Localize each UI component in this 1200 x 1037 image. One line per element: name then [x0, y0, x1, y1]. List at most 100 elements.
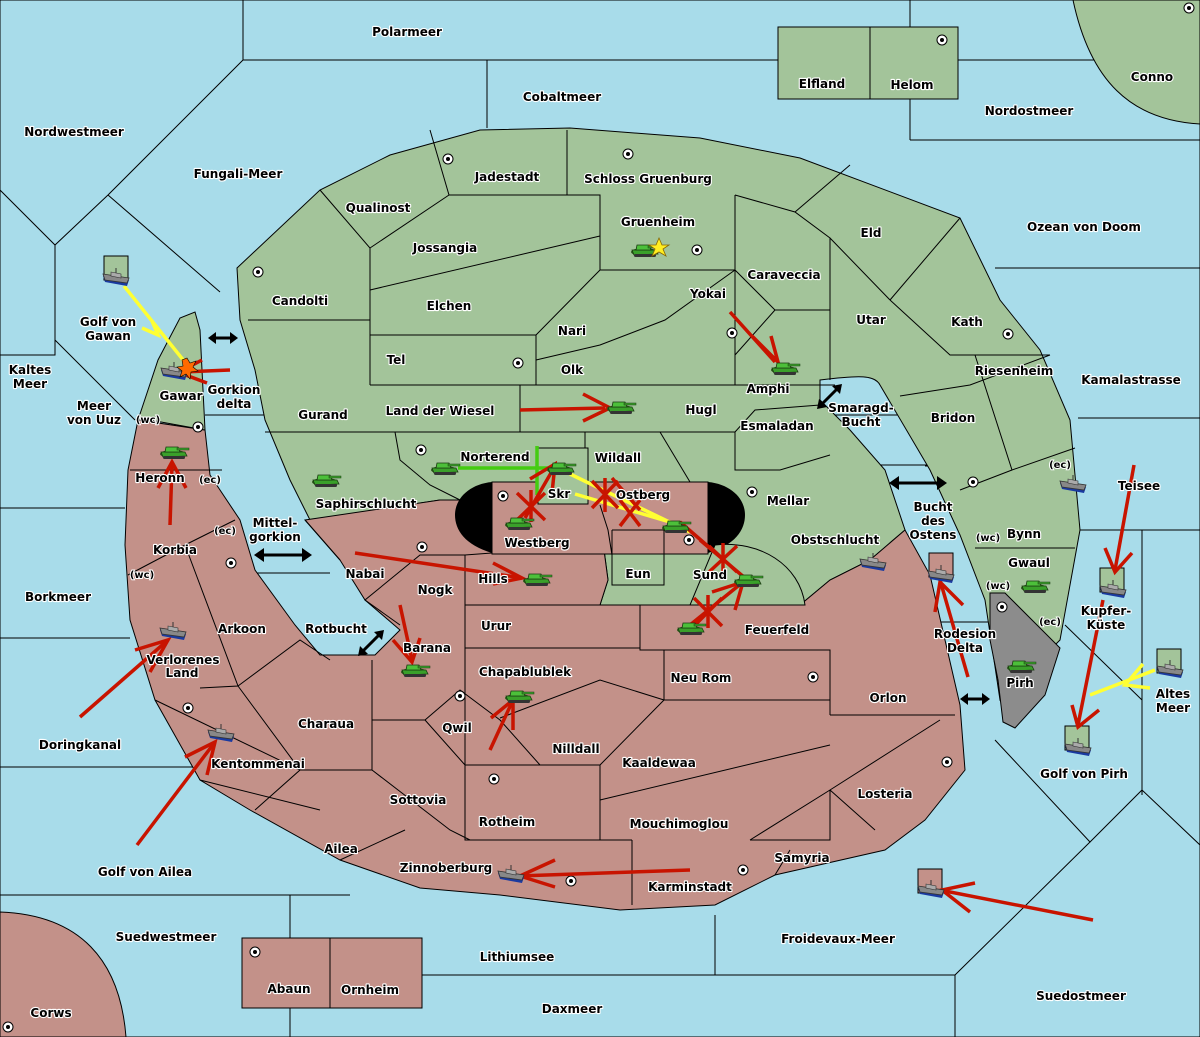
territory-corws[interactable] [0, 911, 127, 1037]
territory-label-conno: Conno [1131, 70, 1173, 84]
territory-label-ostberg: Ostberg [616, 488, 670, 502]
move-order-line [519, 406, 606, 412]
territory-label-neurom: Neu Rom [671, 671, 732, 685]
supply-center-icon [941, 756, 953, 768]
double-arrow-icon [960, 693, 990, 705]
arrowhead [134, 637, 172, 673]
sea-label-kaltes: Kaltes [9, 363, 52, 377]
territory-conno[interactable] [1072, 0, 1200, 125]
territory-label-yokai: Yokai [689, 287, 726, 301]
territory-label-rotheim: Rotheim [479, 815, 536, 829]
labels: PolarmeerCobaltmeerNordwestmeerFungali-M… [8, 24, 1192, 1021]
territory-label-kath: Kath [951, 315, 983, 329]
sea-label-suedwestmeer: Suedwestmeer [116, 930, 217, 944]
territory-label-skr: Skr [548, 487, 571, 501]
territory-label-sottovia: Sottovia [390, 793, 447, 807]
support-order-line [1089, 668, 1156, 697]
sea-label-borkmeer: Borkmeer [25, 590, 91, 604]
move-order-line [938, 579, 970, 678]
territory-label-samyria: Samyria [774, 851, 829, 865]
territory-label-saphir: Saphirschlucht [316, 497, 417, 511]
move-order-line [354, 551, 523, 580]
arrowhead [1070, 704, 1101, 731]
move-order-line [1113, 464, 1136, 571]
territory-label-pirh: Pirh [1006, 676, 1033, 690]
territory-label-hugl: Hugl [685, 403, 716, 417]
supply-center-icon [936, 34, 948, 46]
sea-label-fungali: Fungali-Meer [194, 167, 283, 181]
move-order-line [168, 464, 174, 526]
sea-label-bucht-ostens: Bucht [913, 500, 952, 514]
territory-label-schloss: Schloss Gruenburg [584, 172, 712, 186]
sea-label-mittelgorkion: Mittel- [253, 516, 298, 530]
strait-arrows [208, 332, 990, 705]
territory-westberg-ostberg[interactable] [491, 481, 709, 555]
coast-label-wc: (wc) [136, 415, 160, 426]
territory-label-qwil: Qwil [442, 721, 472, 735]
territory-label-olk: Olk [561, 363, 584, 377]
sea-label-daxmeer: Daxmeer [542, 1002, 603, 1016]
impassable-east [708, 482, 745, 553]
supply-center-icon [996, 601, 1008, 613]
territory-ornheim[interactable] [329, 937, 423, 1009]
arrowhead [156, 458, 188, 489]
territory-label-verl2: Land [166, 666, 199, 680]
supply-center-icon [249, 946, 261, 958]
supply-center-icon [252, 266, 264, 278]
territory-pirh[interactable] [989, 592, 1061, 729]
sea-label-ozean: Ozean von Doom [1027, 220, 1141, 234]
sea-label-golf-pirh: Golf von Pirh [1040, 767, 1128, 781]
territory-label-bridon: Bridon [931, 411, 976, 425]
double-arrow-icon [358, 630, 384, 656]
orders [78, 284, 1156, 922]
sea-label-smaragd: Smaragd- [828, 401, 893, 415]
territory-label-esmaladan: Esmaladan [740, 419, 813, 433]
move-order-line [398, 604, 414, 661]
sea-label-rodesion: Rodesion [934, 627, 996, 641]
double-arrow-icon [208, 332, 238, 344]
arrowhead [933, 578, 965, 613]
move-order-line [488, 699, 515, 751]
territory-label-zinnoberburg: Zinnoberburg [400, 861, 492, 875]
supply-center-icon [512, 357, 524, 369]
double-arrow-icon [254, 548, 312, 562]
supply-center-icon [746, 486, 758, 498]
star-icon [647, 236, 671, 257]
supply-center-icon [1002, 328, 1014, 340]
territory-label-norterend: Norterend [460, 450, 529, 464]
impassable-west [455, 482, 492, 553]
territory-label-abaun: Abaun [267, 982, 310, 996]
sea-label-doringkanal: Doringkanal [39, 738, 121, 752]
territory-label-kentommenai: Kentommenai [211, 757, 305, 771]
territory-label-bynn: Bynn [1007, 527, 1041, 541]
territory-label-ailea: Ailea [324, 842, 358, 856]
arrowhead [184, 738, 218, 776]
sea-label-uuz: von Uuz [67, 413, 121, 427]
territory-label-jadestadt: Jadestadt [474, 170, 540, 184]
double-arrow-icon [817, 384, 842, 409]
territory-label-mouchimoglou: Mouchimoglou [630, 817, 729, 831]
territory-label-gruenheim: Gruenheim [621, 215, 695, 229]
support-order-line [1121, 662, 1151, 690]
sea-label-uuz: Meer [77, 399, 111, 413]
move-order-line [78, 638, 170, 719]
supply-center-icon [683, 534, 695, 546]
sea-label-bucht-ostens: des [921, 514, 945, 528]
supply-center-icon [192, 421, 204, 433]
territory-label-karminstadt: Karminstadt [648, 880, 732, 894]
territory-label-chapa: Chapablublek [479, 665, 572, 679]
supply-center-icon [416, 541, 428, 553]
coast-label-wc: (wc) [976, 533, 1000, 544]
sea-label-golf-gawan: Golf von [80, 315, 136, 329]
territory-label-gwaul: Gwaul [1008, 556, 1050, 570]
move-order-line [517, 868, 691, 878]
supply-center-icon [691, 244, 703, 256]
supply-center-icon [442, 153, 454, 165]
coast-label-ec: (ec) [214, 526, 236, 537]
coast-label-ec: (ec) [1049, 460, 1071, 471]
territory-label-nabai: Nabai [346, 567, 385, 581]
territory-label-orlon: Orlon [869, 691, 906, 705]
move-order-line [939, 888, 1094, 922]
